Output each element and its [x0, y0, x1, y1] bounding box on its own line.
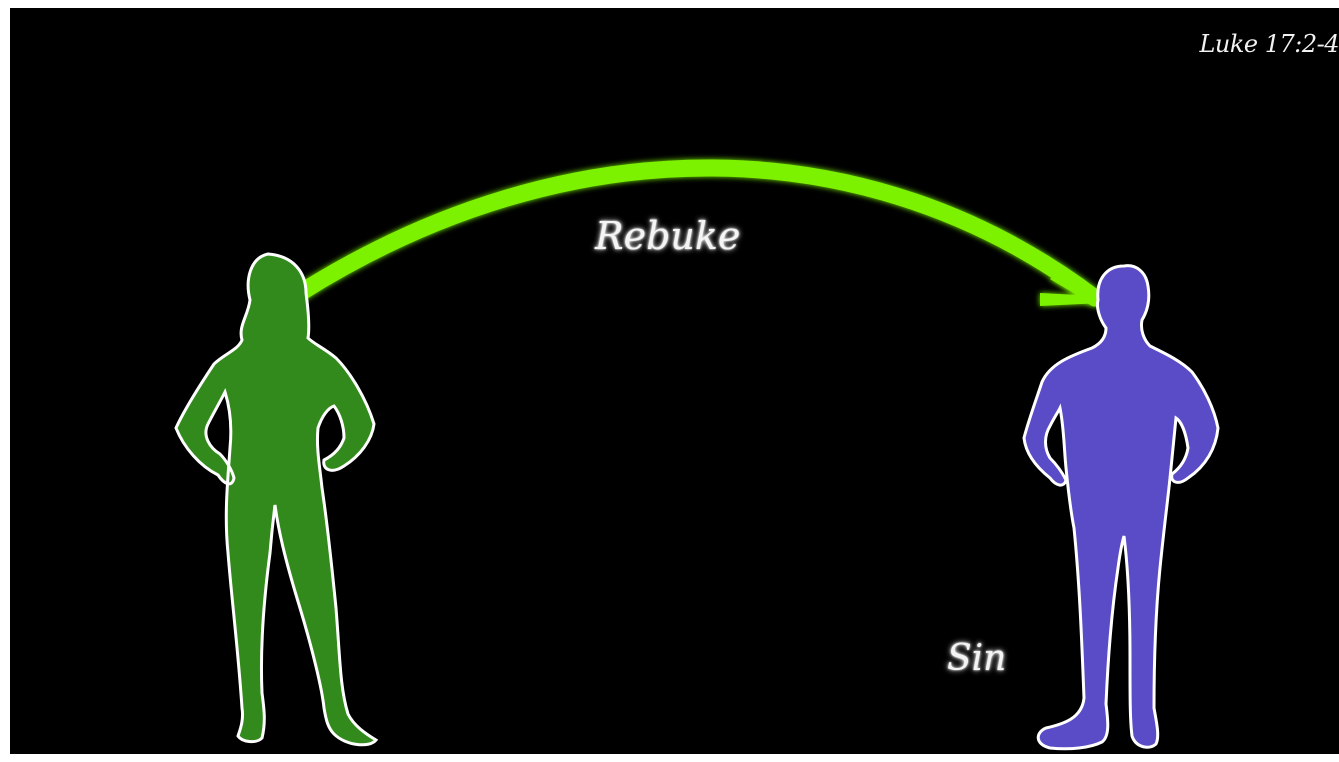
man-silhouette-icon	[1022, 264, 1220, 751]
scripture-reference: Luke 17:2-4	[1199, 30, 1339, 58]
rebuke-label: Rebuke	[595, 214, 741, 258]
woman-silhouette-icon	[174, 252, 379, 747]
sin-label: Sin	[947, 638, 1007, 679]
diagram-canvas	[174, 159, 1220, 751]
rebuke-arrow	[291, 159, 1104, 307]
slide: Luke 17:2-4 Rebuke Sin	[10, 8, 1339, 754]
